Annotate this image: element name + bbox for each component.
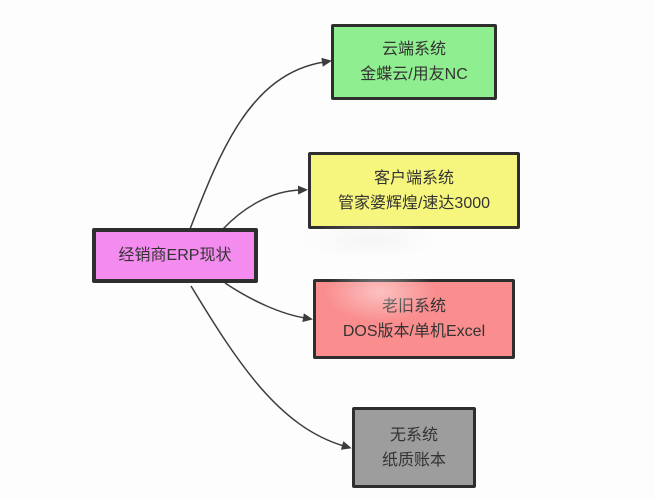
node-legacy-subtitle: DOS版本/单机Excel — [342, 323, 486, 340]
node-cloud-system: 云端系统 金蝶云/用友NC — [331, 24, 497, 100]
node-client-subtitle: 管家婆辉煌/速达3000 — [337, 194, 491, 212]
node-no-system-title: 无系统 — [389, 426, 438, 444]
node-legacy-title: 老旧系统 — [381, 298, 446, 315]
arrow-root-to-client — [222, 185, 308, 230]
node-client-title: 客户端系统 — [373, 169, 454, 187]
node-cloud-subtitle: 金蝶云/用友NC — [360, 66, 468, 83]
node-erp-status: 经销商ERP现状 — [92, 228, 258, 283]
node-legacy-system: 老旧系统 DOS版本/单机Excel — [313, 279, 515, 359]
node-erp-status-label: 经销商ERP现状 — [118, 247, 232, 264]
node-client-system: 客户端系统 管家婆辉煌/速达3000 — [308, 152, 520, 229]
node-cloud-title: 云端系统 — [381, 41, 446, 58]
node-no-system-subtitle: 纸质账本 — [381, 451, 446, 469]
node-no-system: 无系统 纸质账本 — [352, 407, 476, 488]
arrow-root-to-legacy — [224, 282, 313, 323]
arrow-root-to-cloud — [189, 57, 332, 230]
